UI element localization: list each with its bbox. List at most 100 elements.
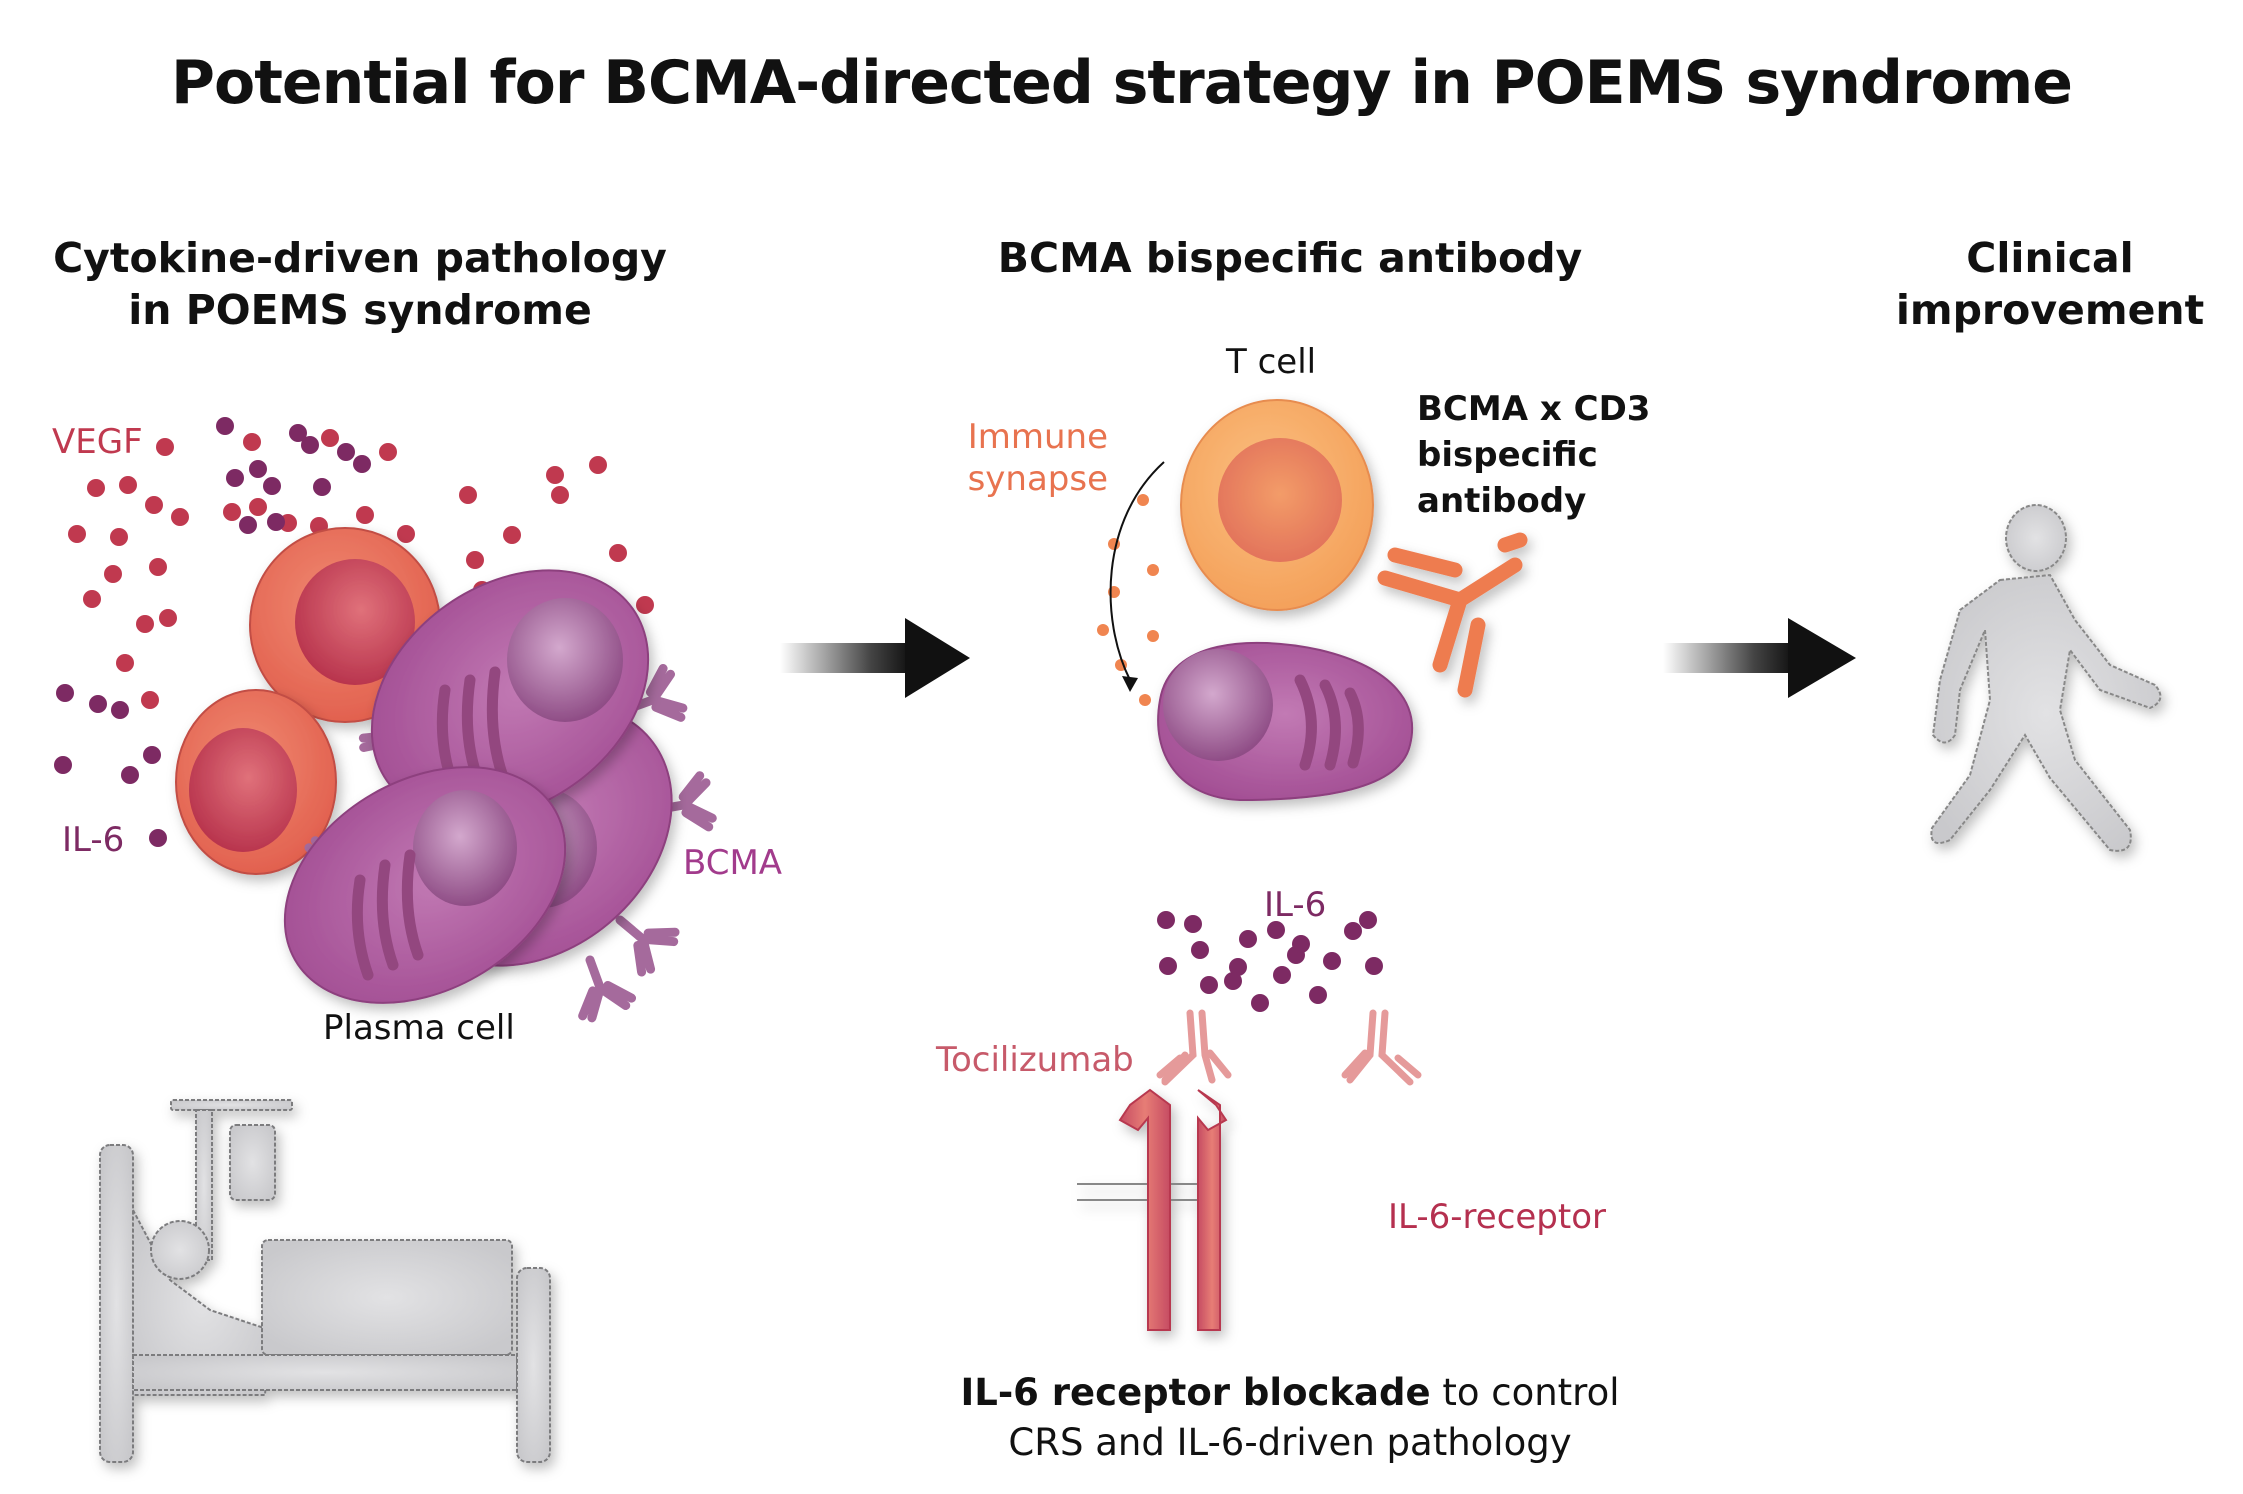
il6-dot xyxy=(149,829,167,847)
il6-dot xyxy=(1159,957,1177,975)
vegf-dot xyxy=(459,486,477,504)
vegf-dot xyxy=(104,565,122,583)
il6-receptor-icon xyxy=(1077,1088,1228,1331)
caption-rest: to control xyxy=(1430,1371,1620,1414)
vegf-dot xyxy=(68,525,86,543)
bispecific-antibody-icon xyxy=(1377,532,1528,698)
t-cell xyxy=(1180,399,1374,611)
vegf-dot xyxy=(466,551,484,569)
caption-line: IL-6 receptor blockade to control xyxy=(880,1368,1700,1418)
vegf-dot xyxy=(397,525,415,543)
hospital-bed-patient-icon xyxy=(99,1099,551,1463)
cytokine-dots xyxy=(54,417,654,847)
tocilizumab-antibody-icon xyxy=(1156,1009,1232,1086)
vegf-dot xyxy=(159,609,177,627)
vegf-dot xyxy=(145,496,163,514)
vegf-dot xyxy=(119,476,137,494)
label-bispecific-antibody: BCMA x CD3 bispecific antibody xyxy=(1417,386,1650,524)
vegf-dot xyxy=(83,590,101,608)
il6-dot xyxy=(1273,966,1291,984)
plasma-cell xyxy=(283,766,567,1004)
heading-line: Clinical xyxy=(1966,234,2134,282)
vegf-dot xyxy=(379,443,397,461)
vegf-dot xyxy=(249,498,267,516)
heading-line: Cytokine-driven pathology xyxy=(53,234,667,282)
caption-line: CRS and IL-6-driven pathology xyxy=(1008,1421,1572,1464)
il6-dot xyxy=(1229,958,1247,976)
il6-dot xyxy=(337,443,355,461)
vegf-dot xyxy=(116,654,134,672)
vegf-dot xyxy=(503,526,521,544)
synapse-dot xyxy=(1147,564,1159,576)
il6-dot xyxy=(56,684,74,702)
label-il6-receptor: IL-6-receptor xyxy=(1388,1197,1606,1237)
il6-dot xyxy=(89,695,107,713)
panel-heading-right: Clinical improvement xyxy=(1830,232,2243,336)
il6-dot xyxy=(1344,922,1362,940)
vegf-dot xyxy=(589,456,607,474)
bcma-receptor-icon xyxy=(615,915,680,977)
il6-dots xyxy=(1157,911,1383,1012)
vegf-dot xyxy=(321,429,339,447)
il6-dot xyxy=(1323,952,1341,970)
label-il6-middle: IL-6 xyxy=(1264,885,1327,925)
label-vegf: VEGF xyxy=(52,422,143,462)
synapse-dot xyxy=(1147,630,1159,642)
il6-dot xyxy=(226,469,244,487)
vegf-dot xyxy=(551,486,569,504)
panel-heading-left: Cytokine-driven pathology in POEMS syndr… xyxy=(20,232,700,336)
vegf-dot xyxy=(356,506,374,524)
vegf-dot xyxy=(546,466,564,484)
vegf-dot xyxy=(110,528,128,546)
caption-bold: IL-6 receptor blockade xyxy=(960,1371,1431,1414)
il6-dot xyxy=(1157,911,1175,929)
panel-heading-middle: BCMA bispecific antibody xyxy=(997,234,1583,282)
il6-dot xyxy=(1239,930,1257,948)
vegf-dot xyxy=(243,433,261,451)
vegf-dot xyxy=(141,691,159,709)
vegf-dot xyxy=(223,503,241,521)
il6-dot xyxy=(1359,911,1377,929)
label-immune-synapse: Immune synapse xyxy=(938,416,1108,500)
label-t-cell: T cell xyxy=(1226,342,1317,382)
walking-person-icon xyxy=(1930,504,2162,852)
vegf-dot xyxy=(609,544,627,562)
heading-line: improvement xyxy=(1895,286,2205,334)
page-title: Potential for BCMA-directed strategy in … xyxy=(171,48,2073,118)
vegf-dot xyxy=(149,558,167,576)
il6-dot xyxy=(216,417,234,435)
il6-dot xyxy=(1251,994,1269,1012)
target-plasma-cell xyxy=(1157,641,1414,802)
il6-dot xyxy=(313,478,331,496)
label-line: bispecific xyxy=(1417,435,1598,475)
label-line: synapse xyxy=(967,459,1108,499)
il6-dot xyxy=(111,701,129,719)
il6-dot xyxy=(1365,957,1383,975)
il6-dot xyxy=(239,516,257,534)
il6-dot xyxy=(263,477,281,495)
label-tocilizumab: Tocilizumab xyxy=(936,1040,1134,1080)
il6-dot xyxy=(1224,972,1242,990)
label-line: BCMA x CD3 xyxy=(1417,389,1651,429)
label-line: Immune xyxy=(967,417,1108,457)
il6-dot xyxy=(54,756,72,774)
synapse-dot xyxy=(1139,694,1151,706)
il6-dot xyxy=(289,424,307,442)
il6-dot xyxy=(267,513,285,531)
label-plasma-cell: Plasma cell xyxy=(323,1008,515,1048)
label-il6-left: IL-6 xyxy=(62,820,125,860)
label-bcma: BCMA xyxy=(683,843,783,883)
heading-line: in POEMS syndrome xyxy=(128,286,592,334)
il6-dot xyxy=(143,746,161,764)
arrow-right-icon xyxy=(1663,618,1856,698)
il6-dot xyxy=(353,455,371,473)
red-cell xyxy=(175,689,337,875)
caption-il6-blockade: IL-6 receptor blockade to control CRS an… xyxy=(880,1368,1700,1468)
il6-dot xyxy=(1184,915,1202,933)
il6-dot xyxy=(1267,921,1285,939)
il6-dot xyxy=(1191,941,1209,959)
vegf-dot xyxy=(136,615,154,633)
vegf-dot xyxy=(636,596,654,614)
label-line: antibody xyxy=(1417,481,1587,521)
